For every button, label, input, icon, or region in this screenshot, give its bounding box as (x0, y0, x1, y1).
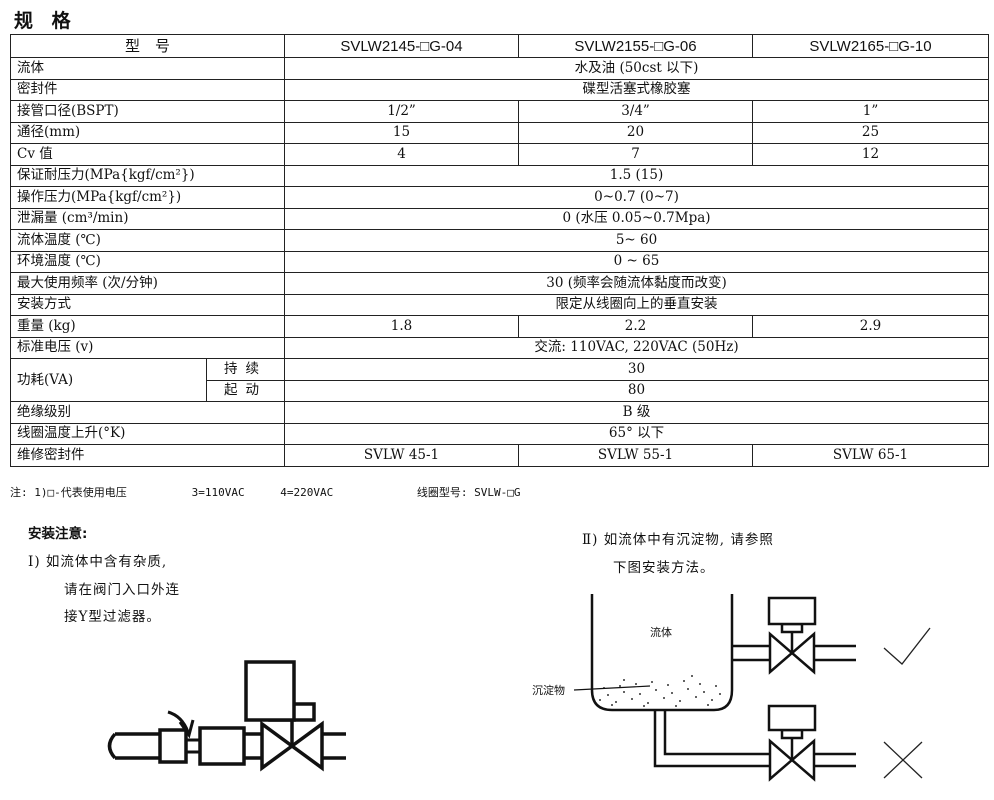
table-row: 标准电压 (v)交流: 110VAC, 220VAC (50Hz) (9, 336, 990, 359)
row-value: 交流: 110VAC, 220VAC (50Hz) (284, 336, 990, 359)
row-value: 0 (水压 0.05~0.7Mpa) (284, 207, 990, 230)
power-value: 80 (284, 379, 990, 402)
footnote-prefix: 注: 1)□-代表使用电压 (10, 486, 127, 499)
sediment-tank-diagram (573, 594, 856, 782)
row-value: 水及油 (50cst 以下) (284, 57, 990, 80)
table-row: 操作压力(MPa{kgf/cm²})0~0.7 (0~7) (9, 186, 990, 209)
table-row: 接管口径(BSPT)1/2”3/4”1” (9, 100, 990, 123)
cross-mark-icon (883, 741, 923, 779)
row-label: 标准电压 (v) (9, 336, 286, 359)
table-row: 流体温度 (℃)5~ 60 (9, 229, 990, 252)
sediment-label: 沉淀物 (532, 684, 565, 697)
table-header-row: 型 号 SVLW2145-□G-04 SVLW2155-□G-06 SVLW21… (9, 34, 990, 58)
install-title: 安装注意: (28, 526, 88, 542)
table-row: 密封件碟型活塞式橡胶塞 (9, 78, 990, 101)
table-row: 流体水及油 (50cst 以下) (9, 57, 990, 80)
install-note-2-line-1: Ⅱ) 如流体中有沉淀物, 请参照 (582, 532, 774, 548)
row-label: 环境温度 (℃) (9, 250, 286, 273)
row-value: SVLW 65-1 (752, 444, 990, 467)
header-model-2: SVLW2155-□G-06 (518, 34, 754, 58)
row-value: 30 (频率会随流体黏度而改变) (284, 272, 990, 295)
row-value: 1” (752, 100, 990, 123)
table-row: 起动 80 (11, 379, 990, 402)
install-note-1-line-3: 接Y型过滤器。 (64, 609, 161, 625)
row-value: 5~ 60 (284, 229, 990, 252)
row-value: 12 (752, 143, 990, 166)
header-model-3: SVLW2165-□G-10 (752, 34, 990, 58)
row-label: 密封件 (9, 78, 286, 101)
row-label: 维修密封件 (9, 444, 286, 467)
footnote-voltage-2: 4=220VAC (280, 486, 334, 499)
table-row: 最大使用频率 (次/分钟)30 (频率会随流体黏度而改变) (9, 272, 990, 295)
power-label: 功耗(VA) (10, 358, 207, 402)
check-mark-icon (883, 627, 931, 665)
row-value: 限定从线圈向上的垂直安装 (284, 293, 990, 316)
row-value: SVLW 45-1 (284, 444, 520, 467)
row-value: 碟型活塞式橡胶塞 (284, 78, 990, 101)
footnote-voltage-1: 3=110VAC (191, 486, 245, 499)
spec-table: 型 号 SVLW2145-□G-04 SVLW2155-□G-06 SVLW21… (9, 34, 990, 467)
footnote-coil-model: 线圈型号: SVLW-□G (416, 486, 521, 499)
install-note-1-line-2: 请在阀门入口外连 (64, 582, 180, 598)
row-label: 接管口径(BSPT) (9, 100, 286, 123)
row-value: 3/4” (518, 100, 754, 123)
row-label: 流体 (9, 57, 286, 80)
row-label: 保证耐压力(MPa{kgf/cm²}) (9, 164, 286, 187)
row-label: 操作压力(MPa{kgf/cm²}) (9, 186, 286, 209)
header-model-1: SVLW2145-□G-04 (284, 34, 520, 58)
row-value: SVLW 55-1 (518, 444, 754, 467)
tank-fluid-label: 流体 (650, 626, 672, 639)
install-note-2-line-2: 下图安装方法。 (613, 560, 715, 576)
table-row: 泄漏量 (cm³/min)0 (水压 0.05~0.7Mpa) (9, 207, 990, 230)
header-model-label: 型 号 (9, 34, 286, 58)
row-label: 绝缘级别 (9, 401, 286, 424)
install-note-1-line-1: Ⅰ) 如流体中含有杂质, (28, 554, 168, 570)
y-strainer-diagram (107, 660, 346, 772)
power-sub-label: 持续 (205, 358, 286, 381)
footnote: 注: 1)□-代表使用电压 3=110VAC 4=220VAC 线圈型号: SV… (10, 484, 520, 500)
page-title: 规 格 (14, 10, 77, 32)
